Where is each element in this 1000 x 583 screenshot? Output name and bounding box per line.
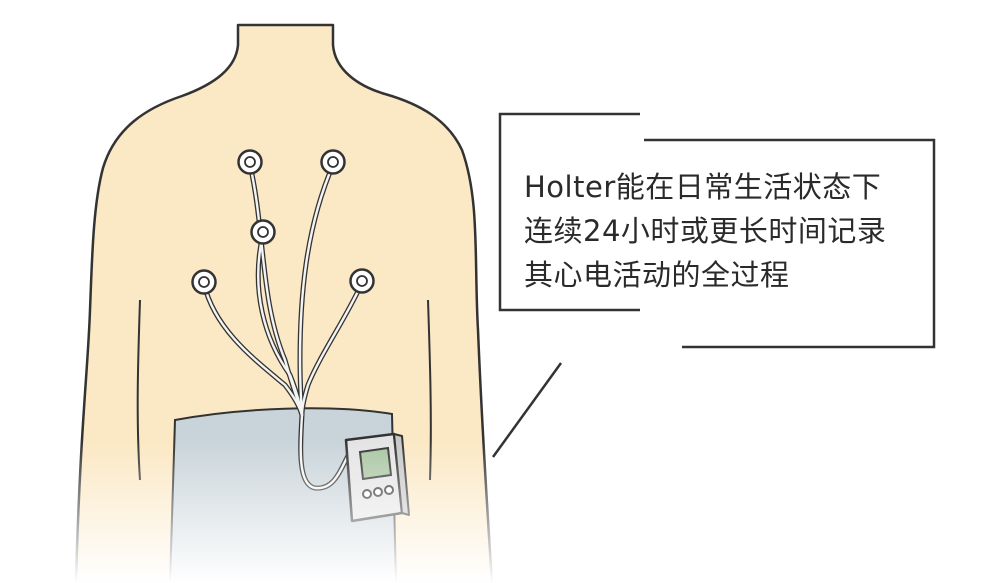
electrode-wires-inner bbox=[202, 163, 364, 490]
callout-line-2: 连续24小时或更长时间记录 bbox=[524, 214, 887, 248]
electrode-2 bbox=[320, 149, 346, 175]
electrode-1 bbox=[237, 149, 263, 175]
electrode-3 bbox=[250, 219, 276, 245]
callout-frame bbox=[491, 112, 936, 458]
electrode-4 bbox=[191, 269, 217, 295]
callout-text: Holter能在日常生活状态下 连续24小时或更长时间记录 其心电活动的全过程 bbox=[524, 165, 924, 297]
bottom-fade bbox=[0, 440, 1000, 583]
callout-line-3: 其心电活动的全过程 bbox=[524, 258, 790, 292]
callout-line-1: Holter能在日常生活状态下 bbox=[524, 170, 882, 204]
electrode-5 bbox=[349, 268, 375, 294]
